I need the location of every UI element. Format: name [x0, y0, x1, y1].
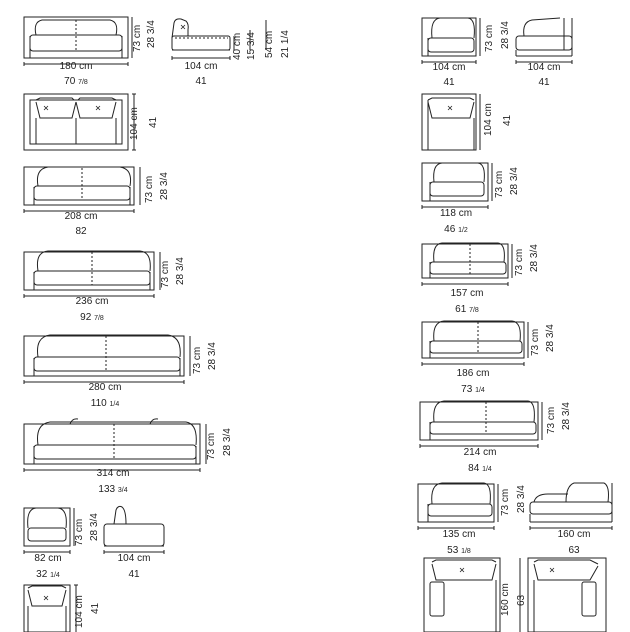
r-186-height-inch: 28 3/4	[545, 324, 556, 352]
sofa-208-height-inch: 28 3/4	[159, 172, 170, 200]
sofa-314-height-cm: 73 cm	[206, 432, 217, 460]
chaise-side-view	[171, 18, 267, 60]
sofa-236-front	[23, 250, 161, 298]
r-118-height-cm: 73 cm	[494, 170, 505, 198]
sofa-180-depth-cm: 104 cm	[129, 107, 140, 140]
r-214-width-cm: 214 cm	[463, 447, 497, 458]
sofa-180-front	[23, 16, 133, 66]
chaise-side-width-inch: 41	[195, 76, 207, 87]
sofa-314-height-inch: 28 3/4	[222, 428, 233, 456]
r-top-160-depth-inch: 63	[516, 594, 527, 606]
sofa-314-front	[23, 418, 207, 472]
r-top-135	[423, 557, 521, 632]
chaise-arm-inch: 21 1/4	[280, 30, 291, 58]
sofa-280-height-inch: 28 3/4	[207, 342, 218, 370]
sofa-180-width-cm: 180 cm	[59, 61, 93, 72]
chaise-seat-cm: 40 cm	[232, 32, 243, 60]
r-157-width-inch: 61 7/8	[455, 304, 479, 315]
r-214-height-inch: 28 3/4	[561, 402, 572, 430]
chaise-104-front	[103, 505, 165, 554]
sofa-280-width-inch: 110 1/4	[90, 398, 120, 409]
sofa-236-width-cm: 236 cm	[75, 296, 109, 307]
r-214-height-cm: 73 cm	[546, 406, 557, 434]
r-186-width-inch: 73 1/4	[461, 384, 485, 395]
sofa-236-width-inch: 92 7/8	[80, 312, 104, 323]
sofa-280-height-cm: 73 cm	[192, 346, 203, 374]
chair-82-front	[23, 507, 75, 554]
r-118-front	[421, 162, 493, 209]
r-top-160-depth-cm: 160 cm	[500, 583, 511, 616]
sofa-208-front	[23, 166, 141, 213]
sofa-280-front	[23, 334, 191, 384]
r-top-160	[527, 557, 607, 632]
r-135-width-cm: 135 cm	[442, 529, 476, 540]
r-157-height-cm: 73 cm	[514, 248, 525, 276]
sofa-314-width-cm: 314 cm	[96, 468, 130, 479]
chair-82-width-inch: 32 1/4	[36, 569, 60, 580]
sofa-180-height-cm: 73 cm	[132, 24, 143, 52]
sofa-280-width-cm: 280 cm	[88, 382, 122, 393]
r-160-front	[529, 482, 613, 530]
r-chair-104-front	[421, 17, 481, 64]
chaise-side-width-cm: 104 cm	[184, 61, 218, 72]
sofa-236-height-inch: 28 3/4	[175, 257, 186, 285]
r-135-height-cm: 73 cm	[500, 488, 511, 516]
sofa-236-height-cm: 73 cm	[160, 260, 171, 288]
chaise-arm-cm: 54 cm	[264, 30, 275, 58]
chaise-seat-inch: 15 3/4	[246, 32, 257, 60]
r-135-front	[417, 482, 499, 530]
chair-82-height-inch: 28 3/4	[89, 513, 100, 541]
top-82-depth-inch: 41	[90, 602, 101, 614]
r-214-front	[419, 400, 543, 448]
r-chaise-104-width-cm: 104 cm	[527, 62, 561, 73]
r-118-height-inch: 28 3/4	[509, 167, 520, 195]
r-135-height-inch: 28 3/4	[516, 485, 527, 513]
r-118-width-inch: 46 1/2	[444, 224, 468, 235]
r-top-104	[421, 93, 481, 151]
r-186-front	[421, 320, 529, 366]
r-157-width-cm: 157 cm	[450, 288, 484, 299]
top-82-depth-cm: 104 cm	[74, 595, 85, 628]
chaise-104-width-inch: 41	[128, 569, 140, 580]
r-chair-104-height-cm: 73 cm	[484, 24, 495, 52]
r-135-width-inch: 53 1/8	[447, 545, 471, 556]
r-chaise-104-width-inch: 41	[538, 77, 550, 88]
sofa-208-height-cm: 73 cm	[144, 175, 155, 203]
sofa-180-width-inch: 70 7/8	[64, 76, 88, 87]
r-chaise-104-front	[515, 17, 573, 64]
r-top-104-depth-inch: 41	[502, 114, 513, 126]
sofa-314-width-inch: 133 3/4	[98, 484, 128, 495]
r-157-front	[421, 242, 513, 286]
chaise-104-width-cm: 104 cm	[117, 553, 151, 564]
r-118-width-cm: 118 cm	[439, 208, 473, 219]
r-160-width-cm: 160 cm	[557, 529, 591, 540]
r-chair-104-width-inch: 41	[443, 77, 455, 88]
sofa-180-height-inch: 28 3/4	[146, 20, 157, 48]
r-chair-104-width-cm: 104 cm	[432, 62, 466, 73]
r-157-height-inch: 28 3/4	[529, 244, 540, 272]
r-186-height-cm: 73 cm	[530, 328, 541, 356]
r-chair-104-height-inch: 28 3/4	[500, 21, 511, 49]
sofa-180-top	[23, 93, 136, 151]
sofa-180-depth-inch: 41	[148, 116, 159, 128]
r-186-width-cm: 186 cm	[456, 368, 490, 379]
chair-82-height-cm: 73 cm	[74, 518, 85, 546]
chair-82-width-cm: 82 cm	[34, 553, 62, 564]
sofa-208-width-cm: 208 cm	[64, 211, 98, 222]
sofa-208-width-inch: 82	[75, 226, 87, 237]
r-214-width-inch: 84 1/4	[468, 463, 492, 474]
chair-82-top	[23, 584, 78, 632]
r-top-104-depth-cm: 104 cm	[483, 103, 494, 136]
r-160-width-inch: 63	[568, 545, 580, 556]
